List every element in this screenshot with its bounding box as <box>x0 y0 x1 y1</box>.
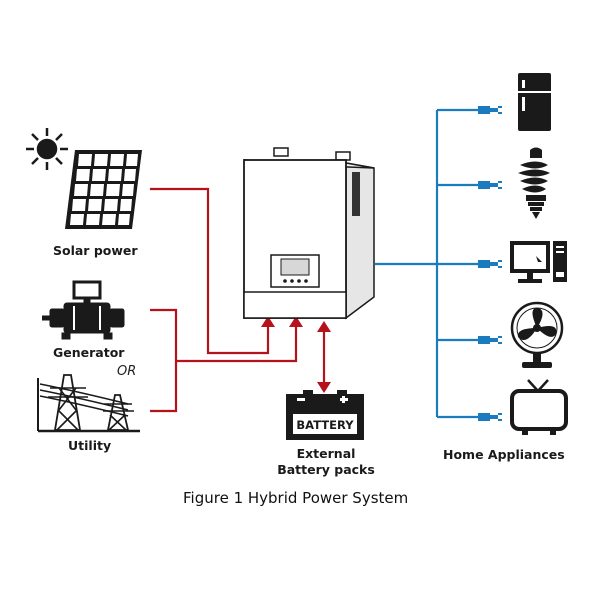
fan-icon <box>510 301 564 368</box>
sun-icon <box>26 128 68 170</box>
battery-box-label: BATTERY <box>296 418 354 432</box>
input-lines <box>150 187 298 413</box>
grid-to-inverter-line <box>176 325 298 363</box>
computer-icon <box>510 241 567 283</box>
fridge-icon <box>518 73 551 131</box>
generator-to-inverter-line <box>150 308 178 413</box>
solar-panel-icon <box>65 150 142 229</box>
arrow-down-icon <box>317 382 331 393</box>
utility-label: Utility <box>68 438 112 453</box>
battery-packs-label-line2: Battery packs <box>277 462 375 477</box>
arrow-up-icon <box>317 321 331 332</box>
home-appliances-label: Home Appliances <box>443 447 565 462</box>
arrow-up-icon <box>261 316 275 327</box>
figure-caption: Figure 1 Hybrid Power System <box>183 489 409 507</box>
plug-icon <box>478 181 502 189</box>
output-lines <box>375 108 478 419</box>
tv-icon <box>510 379 568 435</box>
input-arrowheads <box>261 316 303 327</box>
inverter-icon <box>243 147 375 320</box>
battery-icon: BATTERY <box>286 390 364 440</box>
plug-icon <box>478 106 502 114</box>
arrow-up-icon <box>289 316 303 327</box>
plug-icon <box>478 260 502 268</box>
solar-power-label: Solar power <box>53 243 138 258</box>
generator-icon <box>42 280 125 340</box>
or-label: OR <box>117 364 137 379</box>
plug-icon <box>478 413 502 421</box>
utility-tower-icon <box>37 374 140 433</box>
plug-icon <box>478 336 502 344</box>
battery-packs-label-line1: External <box>296 446 356 461</box>
battery-arrow <box>317 321 331 393</box>
bulb-icon <box>518 147 550 219</box>
solar-to-inverter-line <box>150 187 270 355</box>
generator-label: Generator <box>53 345 125 360</box>
plugs <box>478 106 502 421</box>
